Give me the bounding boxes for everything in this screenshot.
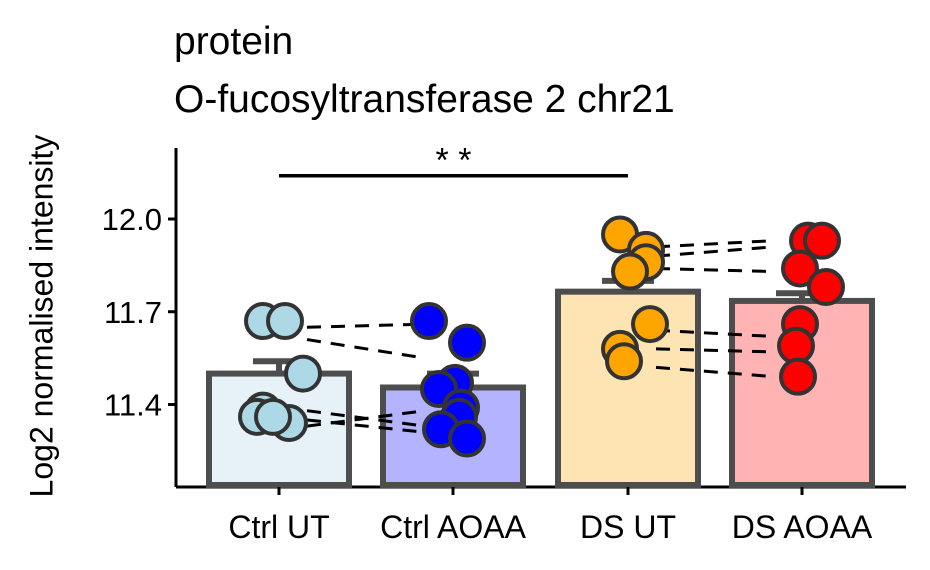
data-point bbox=[266, 302, 304, 341]
pair-line bbox=[655, 266, 775, 274]
pair-line bbox=[306, 418, 426, 434]
data-point bbox=[611, 252, 649, 291]
data-point bbox=[803, 221, 841, 260]
data-point bbox=[807, 268, 845, 307]
data-point bbox=[781, 249, 819, 288]
data-point bbox=[631, 305, 669, 344]
pair-line bbox=[655, 347, 775, 354]
y-tick-label: 11.7 bbox=[104, 295, 162, 330]
x-tick-label: Ctrl AOAA bbox=[380, 509, 526, 545]
data-point bbox=[777, 326, 815, 365]
chart-subtitle: O-fucosyltransferase 2 chr21 bbox=[174, 78, 675, 121]
data-point bbox=[284, 354, 322, 393]
data-point bbox=[448, 419, 486, 458]
data-point bbox=[779, 357, 817, 396]
pair-line bbox=[655, 245, 775, 258]
x-tick-label: DS UT bbox=[580, 509, 676, 545]
data-point bbox=[410, 302, 448, 341]
x-tick-label: Ctrl UT bbox=[228, 509, 329, 545]
chart-title: protein bbox=[174, 20, 294, 63]
pair-line bbox=[306, 338, 426, 360]
pair-line bbox=[655, 328, 775, 338]
significance-label: * * bbox=[436, 142, 472, 180]
data-point bbox=[448, 323, 486, 362]
bar-ds-ut bbox=[555, 288, 701, 489]
y-tick-label: 11.4 bbox=[104, 388, 162, 423]
pair-line bbox=[306, 409, 426, 428]
data-point bbox=[605, 342, 643, 381]
y-tick-label: 12.0 bbox=[102, 202, 162, 237]
pair-line bbox=[655, 239, 775, 249]
pair-line bbox=[306, 322, 426, 329]
pair-line bbox=[655, 365, 775, 379]
x-tick-label: DS AOAA bbox=[732, 509, 873, 545]
data-point bbox=[254, 397, 292, 436]
